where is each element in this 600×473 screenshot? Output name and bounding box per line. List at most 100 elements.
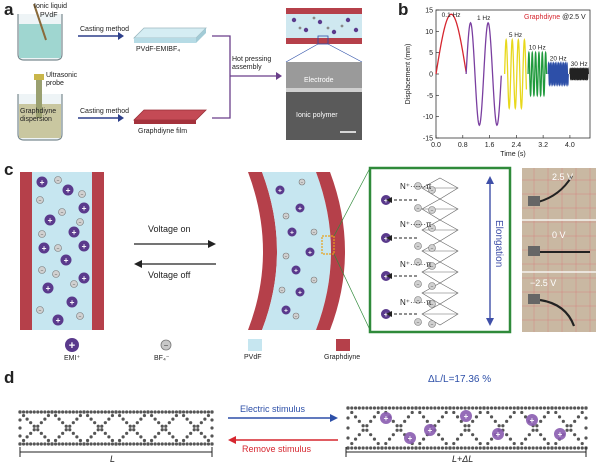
y-tick-label: 15 [425, 8, 433, 15]
legend-emi: EMI⁺ [64, 355, 81, 362]
svg-text:+: + [408, 434, 413, 443]
y-tick-label: 0 [429, 72, 433, 79]
ion-icon [404, 432, 416, 444]
x-tick-label: 3.2 [538, 142, 548, 149]
cation-icon [295, 203, 305, 213]
label-interaction: N⁺······π [400, 260, 432, 269]
lattice-elongated: +++++++ [346, 406, 588, 450]
svg-text:−: − [285, 214, 288, 219]
anion-icon [414, 318, 422, 326]
anion-icon [36, 196, 44, 204]
svg-text:+: + [56, 316, 61, 325]
svg-text:−: − [41, 269, 44, 274]
label-ionic-liquid: Ionic liquid [34, 3, 68, 10]
photo-label-positive: 2.5 V [552, 172, 574, 182]
series-label: 0.1 Hz [442, 12, 461, 19]
svg-text:−: − [417, 283, 420, 288]
cation-icon [42, 282, 54, 294]
svg-text:−: − [417, 261, 420, 266]
legend-pvdf-icon [248, 339, 262, 351]
anion-icon [54, 244, 62, 252]
svg-text:+: + [308, 249, 312, 256]
cation-icon [78, 240, 90, 252]
zoom-box [368, 166, 512, 334]
svg-text:−: − [417, 299, 420, 304]
svg-text:+: + [46, 284, 51, 293]
cation-icon [44, 214, 56, 226]
series-label: 10 Hz [529, 45, 546, 52]
legend-graphdiyne: Graphdiyne [324, 354, 361, 361]
legend-bf4: BF₄⁻ [154, 355, 170, 362]
x-tick-label: 0.0 [431, 142, 441, 149]
panel-c-schematic: ++++++++++++−−−−−−−−−−−− +++++++−−−−−−− [20, 166, 596, 352]
svg-text:−: − [431, 247, 434, 252]
svg-text:−: − [41, 233, 44, 238]
anion-icon [282, 252, 290, 260]
ion-icon [380, 412, 392, 424]
svg-text:−: − [431, 303, 434, 308]
cation-icon [66, 296, 78, 308]
svg-text:−: − [431, 265, 434, 270]
cation-icon [62, 184, 74, 196]
x-axis-label: Time (s) [500, 151, 525, 158]
ion-icon [492, 428, 504, 440]
label-length-l-delta: L+ΔL [452, 454, 474, 464]
label-remove-stimulus: Remove stimulus [242, 444, 312, 454]
series-line [527, 50, 548, 98]
svg-text:+: + [70, 298, 75, 307]
svg-text:−: − [417, 207, 420, 212]
label-interaction: N⁺······π [400, 298, 432, 307]
svg-text:−: − [57, 179, 60, 184]
anion-icon [414, 242, 422, 250]
anion-icon [428, 320, 436, 328]
svg-text:−: − [79, 315, 82, 320]
assembly-connector [212, 35, 231, 119]
anion-icon [428, 262, 436, 270]
anion-icon [428, 282, 436, 290]
anion-icon [414, 182, 422, 190]
anion-icon [54, 176, 62, 184]
panel-d-schematic: +++++++ [18, 406, 588, 457]
svg-text:−: − [301, 180, 304, 185]
panel-label-d: d [4, 368, 15, 387]
anion-icon [428, 244, 436, 252]
svg-text:−: − [313, 278, 316, 283]
svg-text:+: + [384, 196, 389, 205]
cation-icon [291, 265, 301, 275]
svg-text:−: − [57, 247, 60, 252]
beaker-graphdiyne-icon [17, 74, 63, 141]
cation-icon [36, 176, 48, 188]
svg-text:+: + [384, 234, 389, 243]
svg-text:−: − [79, 221, 82, 226]
anion-icon [38, 230, 46, 238]
svg-text:−: − [431, 189, 434, 194]
panel-a: Ionic liquid PVdF Casting method PVdF-EM… [0, 0, 380, 150]
series-label: 20 Hz [550, 55, 567, 62]
label-ultrasonic: Ultrasonic probe [46, 72, 78, 87]
svg-text:+: + [290, 229, 294, 236]
x-tick-label: 0.8 [458, 142, 468, 149]
svg-text:−: − [313, 230, 316, 235]
photo-label-negative: −2.5 V [530, 278, 557, 288]
panel-label-c: c [4, 160, 14, 179]
panel-d: +++++++ ΔL/L=17.36 % Electric stimulus R… [0, 368, 600, 468]
svg-text:+: + [384, 310, 389, 319]
legend-voltage: @2.5 V [562, 14, 586, 21]
y-tick-label: 10 [425, 29, 433, 36]
anion-icon [310, 228, 318, 236]
cation-icon [275, 185, 285, 195]
svg-text:+: + [530, 416, 535, 425]
svg-text:−: − [81, 193, 84, 198]
anion-icon [36, 306, 44, 314]
anion-icon [278, 286, 286, 294]
cation-icon [68, 226, 80, 238]
cation-icon [287, 227, 297, 237]
cation-icon [52, 314, 64, 326]
ion-icon [526, 414, 538, 426]
x-tick-label: 4.0 [565, 142, 575, 149]
laminate-device-icon [285, 8, 363, 63]
svg-text:+: + [66, 186, 71, 195]
series-line [435, 13, 467, 75]
label-elongation: Elongation [493, 220, 504, 268]
